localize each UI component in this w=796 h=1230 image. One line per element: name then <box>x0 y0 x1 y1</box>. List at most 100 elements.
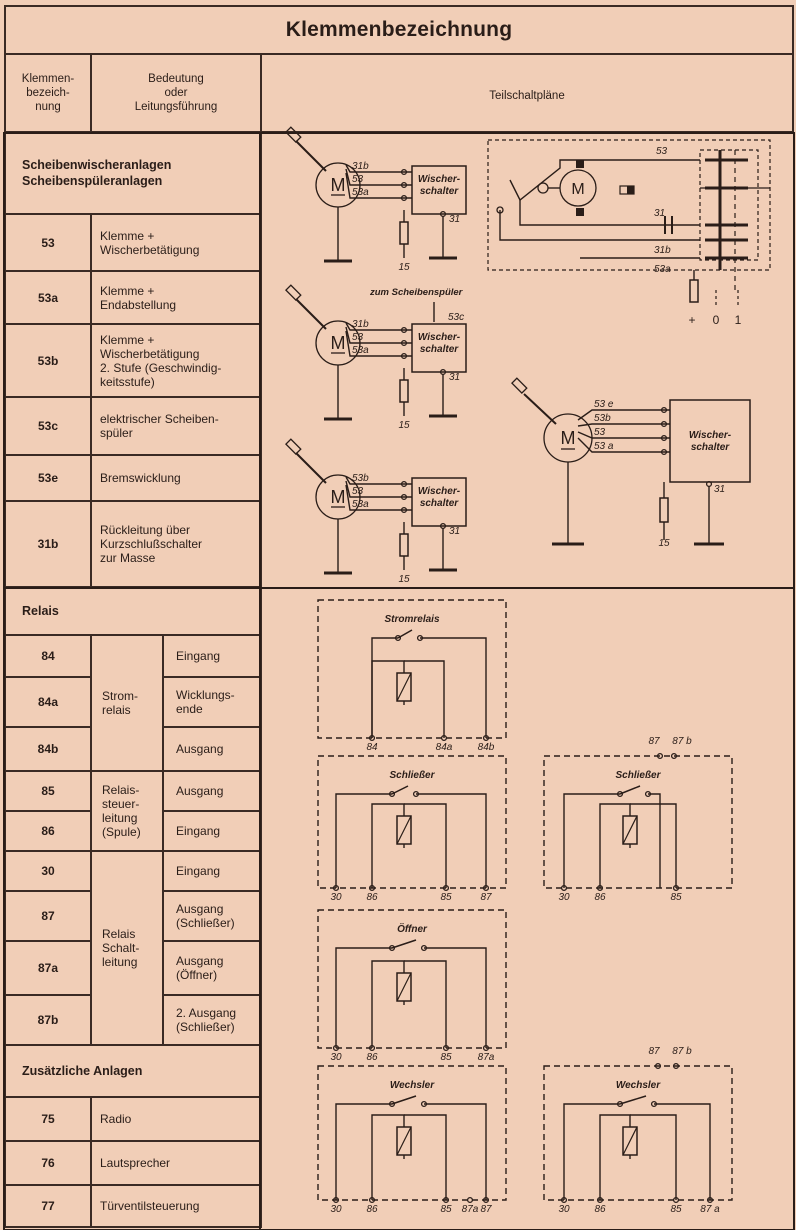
wire <box>345 322 412 331</box>
relay-frame <box>317 599 507 739</box>
terminal-dot <box>482 1044 490 1052</box>
wiper-arm-icon <box>511 377 528 394</box>
relais-group-label: Relais Schalt- leitung <box>90 852 164 1046</box>
terminal-dot <box>596 884 604 892</box>
wire <box>519 200 640 226</box>
terminal-label: 84 <box>366 742 378 753</box>
terminal-dot <box>660 406 668 414</box>
terminal-dot <box>442 1196 450 1204</box>
terminal-label: 87a <box>462 1204 479 1215</box>
wire <box>371 637 398 738</box>
terminal-label: 31b <box>654 245 671 256</box>
terminal-dot <box>596 1196 604 1204</box>
terminal-label: 87 a <box>700 1204 720 1215</box>
terminal-label: 30 <box>330 1052 342 1063</box>
terminal-label: 86 <box>594 892 606 903</box>
wire <box>523 393 557 425</box>
terminal-label: 15 <box>398 262 410 273</box>
terminal-label: 31b <box>352 319 369 330</box>
terminal-dot <box>400 352 408 360</box>
terminal-dot <box>706 1196 714 1204</box>
fuse-icon <box>399 533 409 557</box>
terminal-label: 84b <box>478 742 495 753</box>
wiper-switch-label: Wischer- <box>418 332 461 343</box>
terminal-label: 30 <box>330 892 342 903</box>
wiper-arm-icon <box>285 438 302 455</box>
terminal-label: 85 <box>440 1204 452 1215</box>
terminal-dot <box>368 1044 376 1052</box>
terminal-label: 86 <box>366 1052 378 1063</box>
fuse-icon <box>659 497 669 523</box>
wiper-switch-box <box>411 165 467 215</box>
terminal-label: 53a <box>352 345 369 356</box>
wire <box>599 1114 631 1200</box>
terminal-dot <box>394 634 402 642</box>
wire <box>396 972 412 1002</box>
wiper-switch-box <box>411 477 467 527</box>
terminal-dot <box>672 1196 680 1204</box>
wire <box>619 1095 647 1105</box>
terminal-dot <box>496 206 504 214</box>
magnet-icon <box>627 186 634 194</box>
wire <box>397 629 413 639</box>
wire <box>396 815 412 845</box>
terminal-dot <box>400 339 408 347</box>
wire <box>345 484 412 511</box>
spueler-label: zum Scheibenspüler <box>369 287 464 298</box>
wire <box>345 326 412 344</box>
wire <box>371 960 405 1048</box>
terminal-label: 53 <box>656 146 668 157</box>
section-title-extra: Zusätzliche Anlagen <box>4 1046 262 1098</box>
relay-type-label: Öffner <box>397 922 428 935</box>
brush-icon <box>576 208 584 216</box>
wiper-switch-box <box>669 399 751 483</box>
terminal-label: 53 <box>352 174 364 185</box>
terminal-dot <box>482 1196 490 1204</box>
terminal-dot <box>368 884 376 892</box>
terminal-dot <box>400 506 408 514</box>
switch-position-label: + <box>688 313 695 327</box>
wire <box>295 140 327 172</box>
terminal-label: 53b <box>594 413 611 424</box>
wiper-arm-icon <box>285 126 302 143</box>
terminal-label: 53 <box>594 427 606 438</box>
relay-frame <box>543 755 733 889</box>
terminal-dot <box>670 752 678 760</box>
terminal-label: 15 <box>658 538 670 549</box>
switch-frame <box>487 139 771 271</box>
wire <box>345 476 412 485</box>
wire <box>416 793 487 888</box>
relais-group-label: Relais- steuer- leitung (Spule) <box>90 772 164 852</box>
wire <box>648 793 661 888</box>
wire <box>396 1126 412 1156</box>
terminal-dot <box>616 790 624 798</box>
motor-label: M <box>331 175 346 195</box>
relay-frame <box>317 755 507 889</box>
wire <box>577 431 670 439</box>
terminal-dot <box>440 734 448 742</box>
terminal-dot <box>560 884 568 892</box>
wiper-arm-icon <box>285 284 302 301</box>
relay-type-label: Schließer <box>615 770 661 781</box>
wire <box>345 480 412 498</box>
brush-icon <box>576 160 584 168</box>
terminal-label: 53c <box>448 312 464 323</box>
wire <box>509 159 700 202</box>
wire <box>371 1114 405 1200</box>
terminal-dot <box>442 884 450 892</box>
terminal-dot <box>560 1196 568 1204</box>
terminal-label: 86 <box>594 1204 606 1215</box>
fuse-icon <box>689 279 699 303</box>
wire <box>391 1095 417 1105</box>
wiper-switch-label: schalter <box>420 186 459 197</box>
wire <box>345 168 412 186</box>
terminal-label: 87a <box>478 1052 495 1063</box>
section-title-wiper: Scheibenwischeranlagen Scheibenspüleranl… <box>4 133 262 215</box>
terminal-label: 31b <box>352 161 369 172</box>
wire <box>335 947 392 1048</box>
relay-type-label: Wechsler <box>616 1080 661 1091</box>
terminal-label: 87 b <box>672 1046 692 1057</box>
wire <box>630 803 677 888</box>
